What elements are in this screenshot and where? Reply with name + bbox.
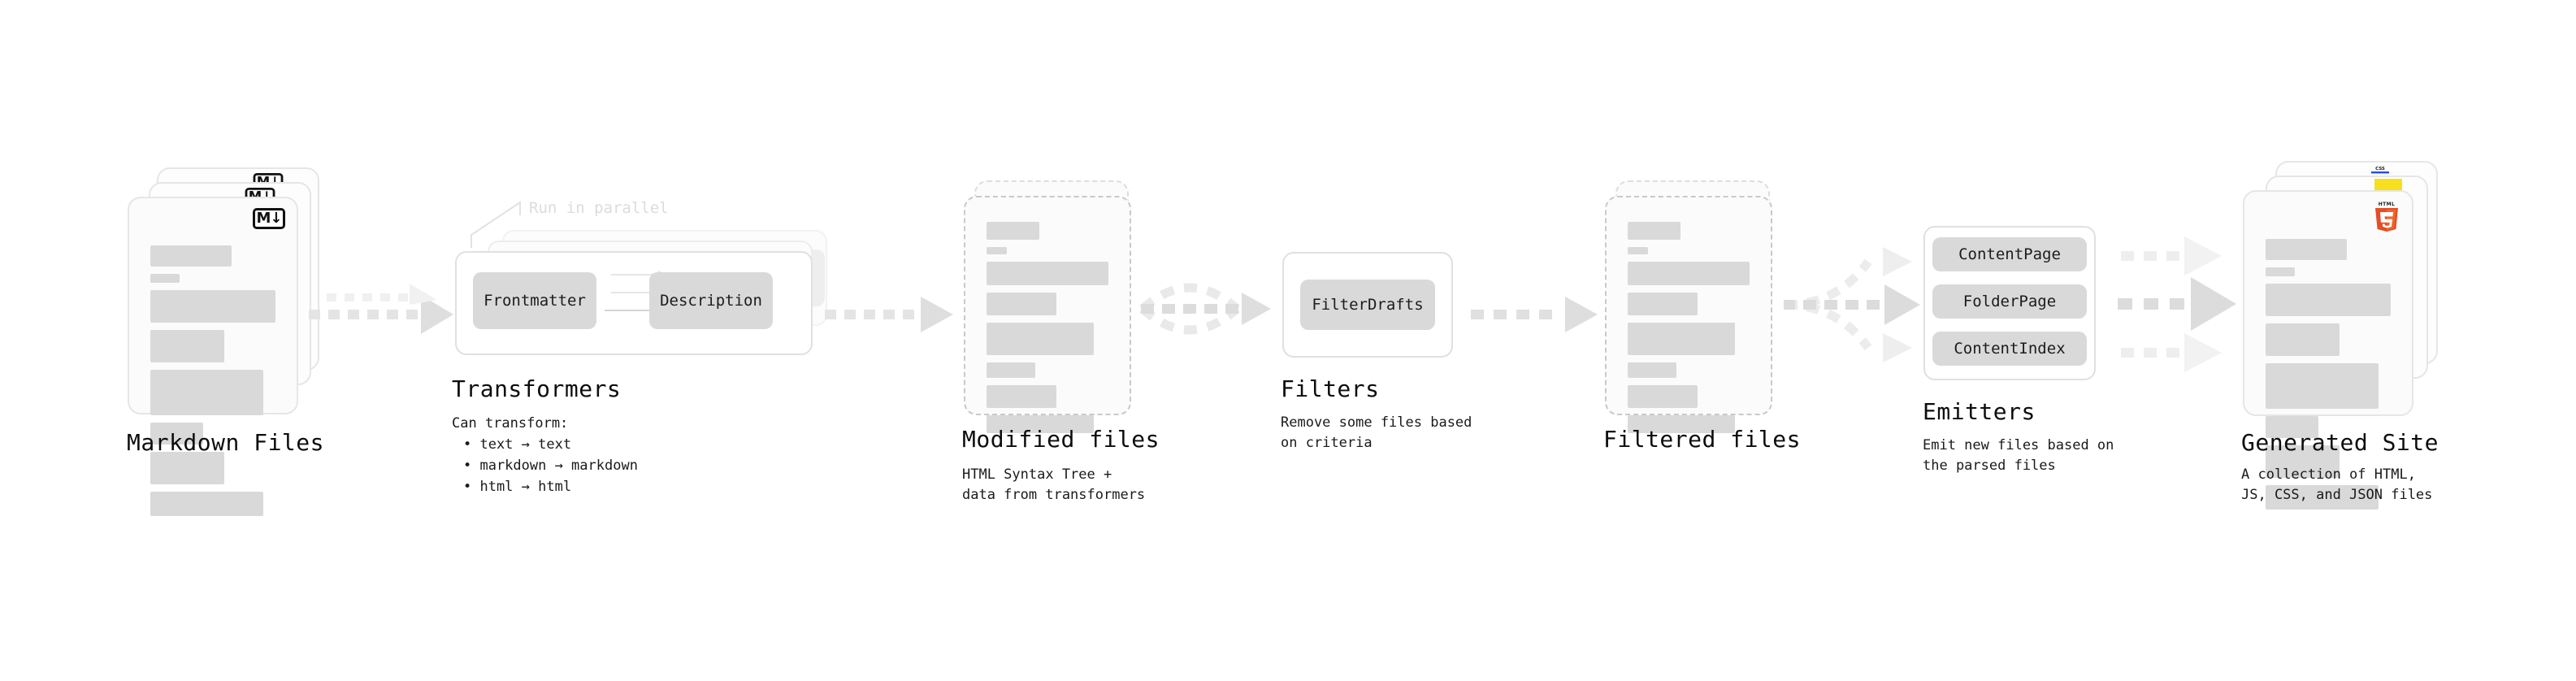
doc-bar — [2266, 284, 2391, 316]
transformer-node-frontmatter[interactable]: Frontmatter — [473, 272, 596, 329]
transformer-node-description[interactable]: Description — [649, 272, 773, 329]
svg-text:HTML: HTML — [2379, 202, 2396, 207]
doc-bar — [1628, 415, 1735, 433]
transformers-bullet-item: • html → html — [463, 479, 572, 495]
doc-bar — [987, 262, 1108, 285]
doc-bar — [987, 385, 1056, 408]
arrow-markdown-to-transformers — [309, 284, 453, 334]
html5-icon: HTML — [2375, 202, 2398, 232]
doc-bar — [987, 247, 1007, 254]
doc-bar — [1628, 293, 1698, 315]
svg-text:CSS: CSS — [2375, 167, 2385, 171]
stage-title-transformers: Transformers — [452, 375, 622, 402]
stage-title-generated-site: Generated Site — [2241, 429, 2439, 456]
arrow-filtered-to-emitters — [1784, 247, 1920, 362]
doc-bar — [1628, 362, 1676, 378]
emitter-node-contentindex[interactable]: ContentIndex — [1932, 332, 2087, 366]
stage-title-modified-files: Modified files — [962, 426, 1160, 453]
js-icon — [2374, 179, 2402, 192]
css3-icon: CSS — [2371, 167, 2389, 174]
doc-bar — [2266, 363, 2379, 409]
stage-caption-generated-site: A collection of HTML, JS, CSS, and JSON … — [2241, 466, 2433, 503]
stage-caption-modified-files: HTML Syntax Tree + data from transformer… — [962, 466, 1146, 503]
stage-title-emitters: Emitters — [1923, 398, 2036, 425]
doc-bar — [150, 274, 180, 283]
doc-bar — [2266, 239, 2347, 260]
doc-bar — [150, 452, 224, 484]
stage-caption-emitters: Emit new files based on the parsed files — [1923, 437, 2114, 474]
markdown-card-front[interactable]: M↓ — [128, 197, 298, 516]
transformers-bullets-header: Can transform: — [452, 415, 569, 432]
arrow-filters-to-filtered — [1471, 297, 1598, 332]
stage-title-filters: Filters — [1281, 375, 1380, 402]
doc-bar — [150, 245, 232, 267]
site-doc-lines — [2266, 239, 2391, 517]
stage-title-filtered-files: Filtered files — [1603, 426, 1802, 453]
doc-bar — [987, 293, 1056, 315]
doc-bar — [1628, 262, 1750, 285]
transformers-bullet-item: • text → text — [463, 436, 572, 453]
doc-bar — [1628, 247, 1648, 254]
filtered-doc-lines — [1628, 222, 1750, 440]
doc-bar — [2266, 445, 2340, 478]
doc-bar — [2266, 267, 2295, 276]
doc-bar — [2266, 323, 2340, 356]
doc-bar — [150, 492, 263, 516]
arrow-emitters-to-site — [2118, 236, 2236, 372]
doc-bar — [1628, 385, 1698, 408]
filtered-card-front[interactable] — [1605, 196, 1772, 433]
doc-bar — [987, 323, 1094, 355]
run-in-parallel-bracket — [471, 201, 521, 248]
markdown-icon: M↓ — [253, 208, 285, 229]
doc-bar — [987, 415, 1094, 433]
transformers-bullets: Can transform: • text → text • markdown … — [452, 413, 638, 497]
doc-bar — [1628, 222, 1680, 240]
markdown-doc-lines — [150, 245, 275, 523]
doc-bar — [2266, 485, 2379, 510]
doc-bar — [150, 330, 224, 362]
doc-bar — [987, 362, 1035, 378]
run-in-parallel-label: Run in parallel — [529, 199, 669, 217]
modified-card-front[interactable] — [964, 196, 1131, 433]
transformers-bullet-item: • markdown → markdown — [463, 458, 638, 474]
arrow-modified-to-filters — [1139, 283, 1271, 335]
modified-doc-lines — [987, 222, 1108, 440]
doc-bar — [150, 423, 203, 445]
site-card-front[interactable]: HTML — [2243, 190, 2413, 510]
emitter-node-contentpage[interactable]: ContentPage — [1932, 237, 2087, 271]
stage-caption-filters: Remove some files based on criteria — [1281, 414, 1472, 451]
stage-title-markdown-files: Markdown Files — [127, 429, 325, 456]
filter-node-filterdrafts[interactable]: FilterDrafts — [1300, 280, 1435, 330]
emitter-node-folderpage[interactable]: FolderPage — [1932, 284, 2087, 319]
doc-bar — [2266, 416, 2318, 438]
doc-bar — [987, 222, 1039, 240]
doc-bar — [1628, 323, 1735, 355]
doc-bar — [150, 290, 275, 323]
doc-bar — [150, 370, 263, 415]
arrow-transformers-to-modified — [825, 297, 953, 332]
